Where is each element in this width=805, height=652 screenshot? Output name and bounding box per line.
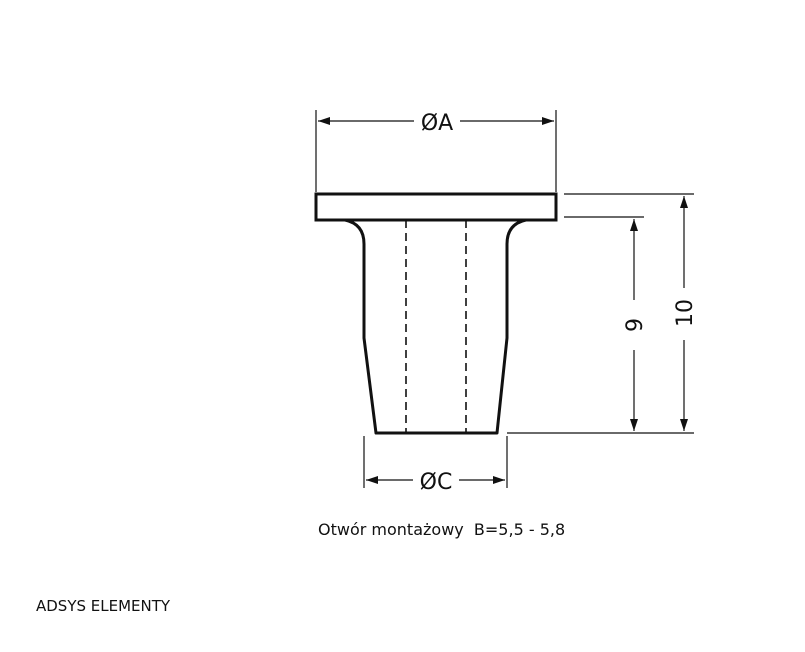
body-outline [344, 218, 527, 435]
flange-outline [314, 192, 558, 222]
dimension-10: 10 [673, 196, 698, 431]
brand-label: ADSYS ELEMENTY [36, 597, 171, 615]
dimension-c-label: ØC [420, 470, 453, 495]
dimension-9-label: 9 [623, 318, 648, 332]
dimension-a: ØA [315, 110, 557, 192]
dimension-9: 9 [623, 219, 648, 431]
dimension-10-label: 10 [673, 299, 698, 327]
mounting-hole-caption: Otwór montażowy B=5,5 - 5,8 [318, 520, 566, 539]
dimension-a-label: ØA [421, 111, 453, 136]
dimension-c: ØC [363, 436, 508, 495]
